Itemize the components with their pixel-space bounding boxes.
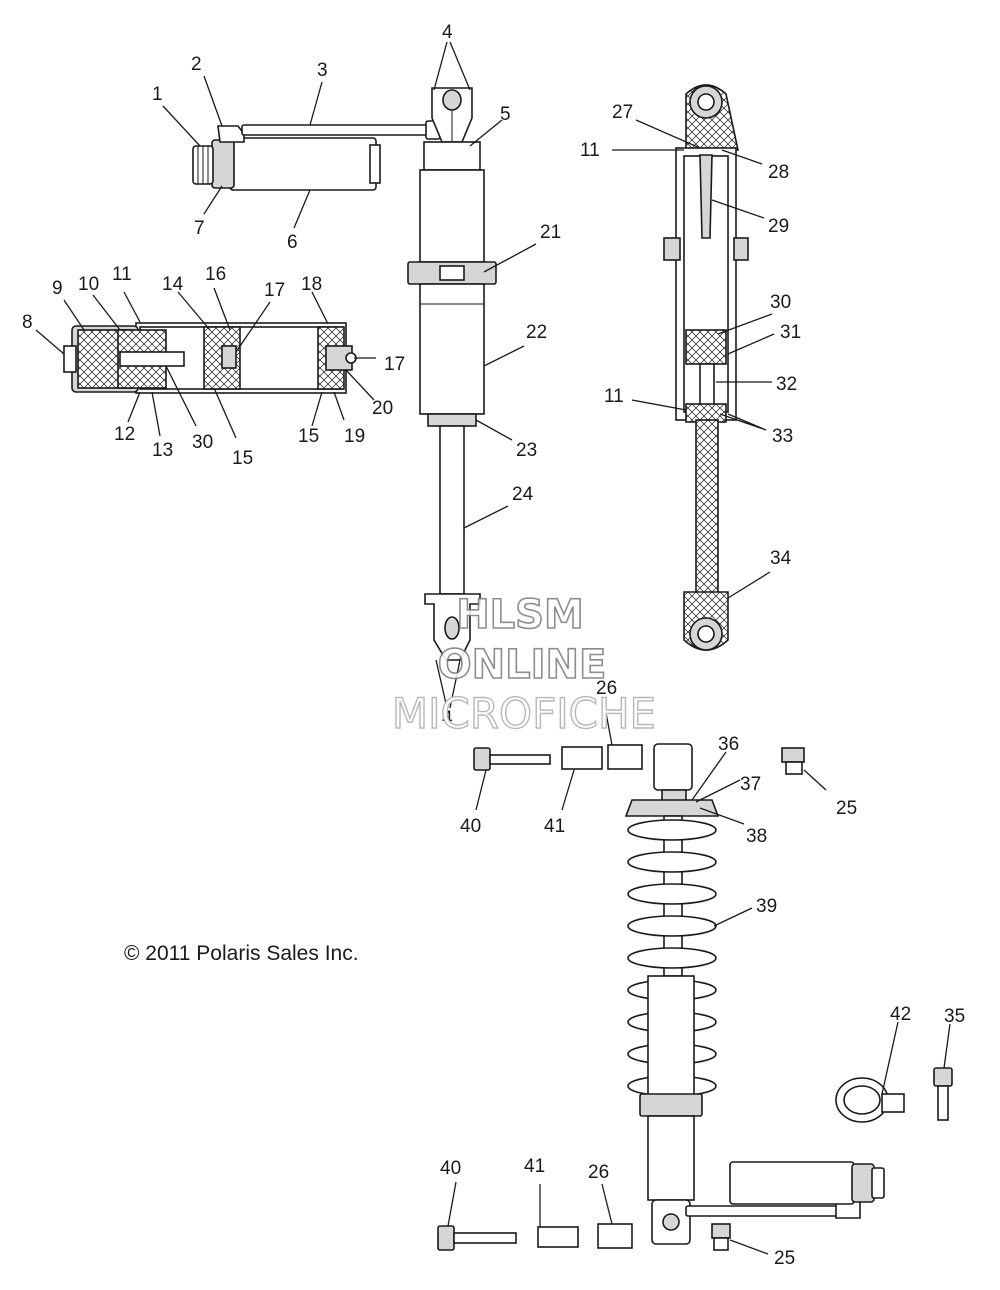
callout-11-section: 11 bbox=[112, 264, 132, 285]
callout-15-left: 15 bbox=[232, 448, 253, 469]
screw-35 bbox=[933, 1067, 953, 1121]
callout-29: 29 bbox=[768, 216, 789, 237]
callout-2: 2 bbox=[191, 54, 202, 75]
callout-26-lower: 26 bbox=[588, 1162, 609, 1183]
watermark-line-2: ONLINE bbox=[438, 642, 607, 688]
callout-25-lower: 25 bbox=[774, 1248, 795, 1269]
callout-24: 24 bbox=[512, 484, 534, 505]
callout-9: 9 bbox=[52, 278, 63, 299]
callout-26-upper: 26 bbox=[596, 678, 617, 699]
leader-lines bbox=[35, 41, 951, 1255]
callout-7: 7 bbox=[194, 218, 205, 239]
callout-38: 38 bbox=[746, 826, 767, 847]
callout-34: 34 bbox=[770, 548, 792, 569]
callout-11-top: 11 bbox=[580, 140, 600, 161]
watermark: HLSM ONLINE MICROFICHE bbox=[391, 591, 657, 739]
callout-12: 12 bbox=[114, 424, 135, 445]
callout-27: 27 bbox=[612, 102, 633, 123]
callout-41-lower: 41 bbox=[524, 1156, 545, 1177]
callout-4-top: 4 bbox=[442, 22, 453, 43]
hardware-bolt-upper bbox=[473, 747, 551, 771]
shock-cross-section bbox=[663, 84, 749, 651]
callout-40-upper: 40 bbox=[460, 816, 481, 837]
callout-8: 8 bbox=[22, 312, 33, 333]
spacer-26-lower bbox=[597, 1223, 633, 1249]
callout-3: 3 bbox=[317, 60, 328, 81]
callout-21: 21 bbox=[540, 222, 561, 243]
callout-1: 1 bbox=[152, 84, 163, 105]
callout-36: 36 bbox=[718, 734, 739, 755]
copyright-notice: © 2011 Polaris Sales Inc. bbox=[124, 942, 359, 965]
spacer-41-upper bbox=[561, 746, 603, 770]
callout-22: 22 bbox=[526, 322, 547, 343]
callout-13: 13 bbox=[152, 440, 173, 461]
nut-25-upper bbox=[781, 747, 805, 775]
callout-40-lower: 40 bbox=[440, 1158, 461, 1179]
hardware-bolt-lower bbox=[437, 1225, 517, 1251]
main-shock-assembly bbox=[407, 87, 497, 661]
callout-5: 5 bbox=[500, 104, 511, 125]
nut-25-lower bbox=[711, 1223, 731, 1251]
callout-17-right: 17 bbox=[384, 354, 405, 375]
callout-18: 18 bbox=[301, 274, 322, 295]
coilover-shock-assembly bbox=[624, 743, 885, 1245]
callout-15-right: 15 bbox=[298, 426, 319, 447]
callout-28: 28 bbox=[768, 162, 789, 183]
callout-labels: 1 2 3 4 5 6 7 8 9 10 11 14 16 17 18 17 2… bbox=[22, 22, 965, 1269]
spacer-26-upper bbox=[607, 744, 643, 770]
watermark-line-1: HLSM bbox=[456, 592, 584, 638]
reservoir-cross-section bbox=[63, 322, 357, 394]
clamp-42 bbox=[835, 1077, 905, 1123]
callout-19: 19 bbox=[344, 426, 365, 447]
callout-16: 16 bbox=[205, 264, 226, 285]
callout-11-mid: 11 bbox=[604, 386, 624, 407]
watermark-line-3: MICROFICHE bbox=[392, 689, 656, 738]
callout-42: 42 bbox=[890, 1004, 911, 1025]
callout-37: 37 bbox=[740, 774, 761, 795]
callout-23: 23 bbox=[516, 440, 537, 461]
spacer-41-lower bbox=[537, 1226, 579, 1248]
callout-35: 35 bbox=[944, 1006, 965, 1027]
reservoir-assembly-top bbox=[192, 120, 441, 191]
callout-31: 31 bbox=[780, 322, 801, 343]
callout-14: 14 bbox=[162, 274, 184, 295]
callout-39: 39 bbox=[756, 896, 777, 917]
callout-32: 32 bbox=[776, 374, 797, 395]
callout-20: 20 bbox=[372, 398, 393, 419]
callout-30-section: 30 bbox=[192, 432, 213, 453]
callout-25-upper: 25 bbox=[836, 798, 857, 819]
callout-17-top: 17 bbox=[264, 280, 285, 301]
callout-6: 6 bbox=[287, 232, 298, 253]
callout-41-upper: 41 bbox=[544, 816, 565, 837]
callout-4-bottom: 4 bbox=[442, 708, 453, 729]
callout-33: 33 bbox=[772, 426, 793, 447]
callout-30: 30 bbox=[770, 292, 791, 313]
callout-10: 10 bbox=[78, 274, 99, 295]
